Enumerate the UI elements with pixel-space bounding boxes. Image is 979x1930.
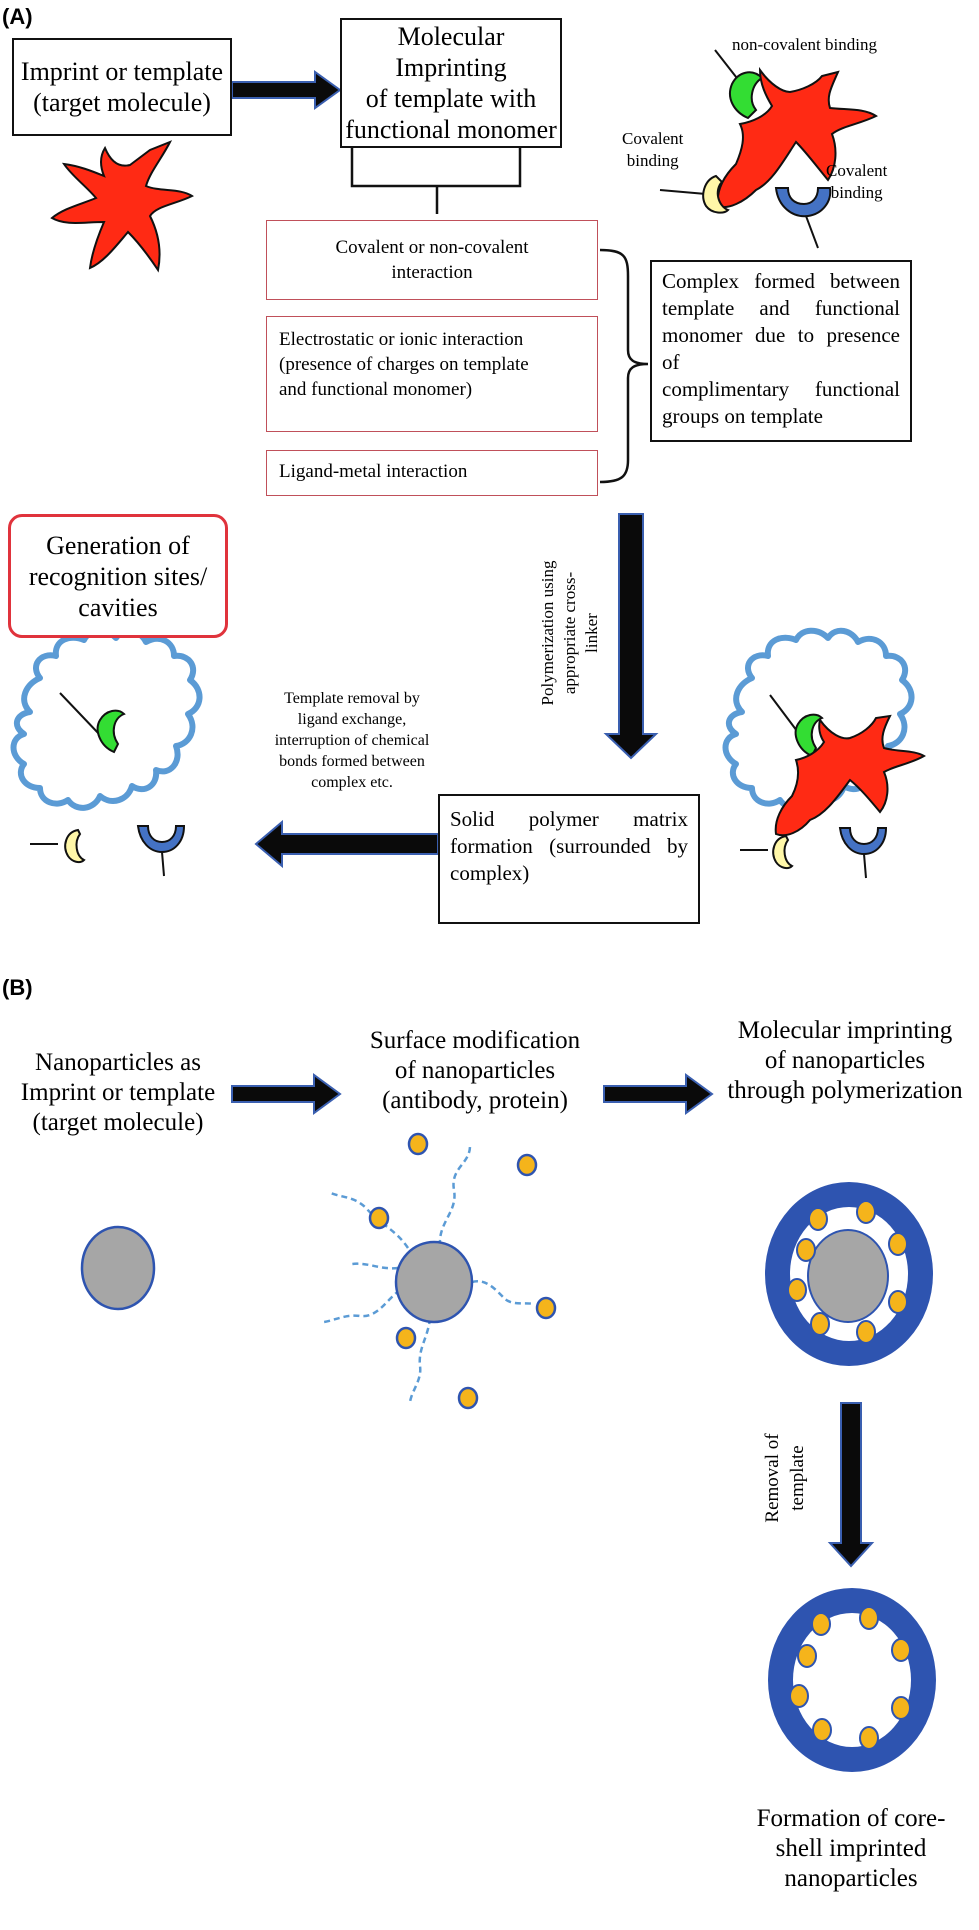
polymerization-line-1: Polymerization using: [538, 560, 557, 706]
molecular-imprinting-box: Molecular Imprinting of template with fu…: [340, 18, 562, 148]
polymerization-line-3: linker: [582, 613, 601, 653]
solid-polymer-matrix-box: Solid polymer matrix formation (surround…: [438, 794, 700, 924]
label-non-covalent-binding: non-covalent binding: [732, 35, 877, 54]
covalent-right-line-1: Covalent: [826, 161, 888, 180]
result-label: Formation of core- shell imprinted nanop…: [722, 1804, 979, 1894]
label-covalent-binding-right: Covalent binding: [826, 160, 887, 204]
covalent-left-line-2: binding: [626, 151, 679, 170]
polymer-cavity-left: [10, 627, 203, 877]
template-removal-line-2: ligand exchange,: [297, 711, 407, 728]
interaction-electrostatic-line-1: Electrostatic or ionic interaction: [279, 329, 524, 350]
template-molecule-red: [50, 140, 194, 273]
template-removal-line-3: interruption of chemical: [274, 732, 430, 749]
complex-box-line-4: complimentary functional: [662, 377, 900, 401]
step3-line-1: Molecular imprinting: [737, 1017, 953, 1044]
interaction-electrostatic-line-3: and functional monomer): [279, 379, 473, 400]
imprint-template-box: Imprint or template (target molecule): [12, 38, 232, 136]
complex-box-line-1: Complex formed between: [662, 269, 900, 293]
covalent-left-line-1: Covalent: [622, 129, 684, 148]
recognition-line-3: cavities: [78, 592, 158, 622]
complex-box-line-3: monomer due to presence of: [662, 323, 900, 374]
complex-box-line-5: groups on template: [662, 404, 823, 428]
nanoparticle-modified: [323, 1132, 557, 1410]
imprinting-box-line-3: functional monomer: [345, 115, 557, 144]
nanoparticle-core-shell: [765, 1182, 933, 1366]
arrow-b-step1-to-step2: [231, 1073, 342, 1115]
interaction-covalent-line-1: Covalent or non-covalent: [335, 237, 529, 258]
removal-line-1: Removal of: [762, 1433, 783, 1523]
label-covalent-binding-left: Covalent binding: [622, 128, 683, 172]
result-line-1: Formation of core-: [756, 1805, 946, 1832]
step2-line-2: of nanoparticles: [394, 1057, 556, 1084]
recognition-line-2: recognition sites/: [28, 561, 208, 591]
interaction-covalent-line-2: interaction: [391, 262, 473, 283]
bracket-interactions: [599, 248, 649, 484]
imprint-box-line-2: (target molecule): [33, 88, 211, 117]
template-removal-label: Template removal by ligand exchange, int…: [236, 688, 468, 793]
arrow-imprint-to-imprinting: [231, 70, 342, 110]
template-removal-line-1: Template removal by: [284, 690, 420, 707]
polymer-complex-right: [722, 627, 926, 879]
interaction-electrostatic-line-2: (presence of charges on template: [279, 354, 529, 375]
arrow-polymerization: [603, 513, 659, 760]
step1-line-3: (target molecule): [32, 1109, 204, 1136]
step1-line-2: Imprint or template: [20, 1079, 216, 1106]
arrow-template-removal: [254, 819, 439, 869]
complex-box-line-2: template and functional: [662, 296, 900, 320]
step3-line-3: through polymerization: [727, 1077, 963, 1104]
covalent-right-line-2: binding: [830, 183, 883, 202]
panel-label-b: (B): [2, 975, 33, 1000]
interaction-ligand-metal-line-1: Ligand-metal interaction: [279, 461, 468, 482]
nanoparticle-bare: [80, 1225, 156, 1311]
step2-label: Surface modification of nanoparticles (a…: [350, 1026, 600, 1116]
imprinting-box-line-1: Molecular Imprinting: [395, 22, 507, 82]
recognition-line-1: Generation of: [46, 530, 190, 560]
solid-polymer-line-3: complex): [450, 861, 530, 885]
template-removal-line-4: bonds formed between: [279, 753, 425, 770]
step2-line-1: Surface modification: [369, 1027, 581, 1054]
panel-label-a: (A): [2, 4, 33, 29]
polymerization-line-2: appropriate cross-: [560, 571, 579, 695]
removal-line-2: template: [787, 1445, 808, 1511]
nanoparticle-hollow-shell: [768, 1588, 936, 1772]
result-line-3: nanoparticles: [784, 1865, 918, 1892]
template-complex-top: [659, 49, 878, 249]
complex-formed-box: Complex formed between template and func…: [650, 260, 912, 442]
imprinting-box-line-2: of template with: [365, 84, 537, 113]
arrow-b-step2-to-step3: [603, 1073, 714, 1115]
step3-line-2: of nanoparticles: [764, 1047, 926, 1074]
solid-polymer-line-1: Solid polymer matrix: [450, 807, 688, 831]
removal-of-template-label: Removal of template: [760, 1418, 812, 1538]
bracket-imprinting: [350, 148, 522, 214]
interaction-ligand-metal-box: Ligand-metal interaction: [266, 450, 598, 496]
step2-line-3: (antibody, protein): [382, 1087, 568, 1114]
step1-line-1: Nanoparticles as: [35, 1049, 201, 1076]
imprint-box-line-1: Imprint or template: [20, 57, 224, 86]
recognition-sites-box: Generation of recognition sites/ cavitie…: [8, 514, 228, 638]
step1-label: Nanoparticles as Imprint or template (ta…: [2, 1048, 234, 1138]
interaction-covalent-box: Covalent or non-covalent interaction: [266, 220, 598, 300]
template-removal-line-5: complex etc.: [311, 774, 393, 791]
step3-label: Molecular imprinting of nanoparticles th…: [714, 1016, 976, 1106]
result-line-2: shell imprinted: [775, 1835, 927, 1862]
solid-polymer-line-2: formation (surrounded by: [450, 834, 688, 858]
polymerization-label: Polymerization using appropriate cross- …: [537, 533, 603, 733]
interaction-electrostatic-box: Electrostatic or ionic interaction (pres…: [266, 316, 598, 432]
arrow-removal-of-template: [827, 1402, 875, 1568]
